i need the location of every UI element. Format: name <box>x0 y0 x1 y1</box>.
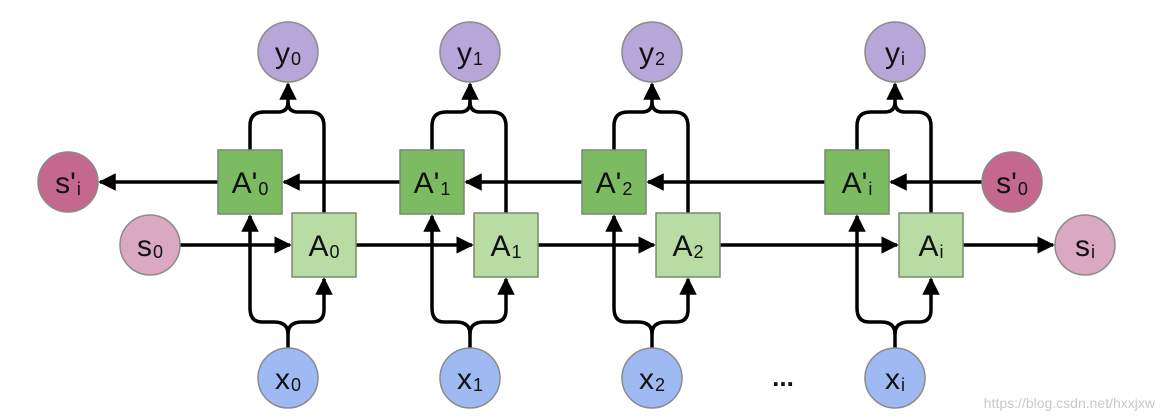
input-to-backward-cell-arrow <box>605 214 654 335</box>
output-label-0: y0 <box>275 37 301 70</box>
forward-cell-3 <box>898 212 964 278</box>
backward-cell-1 <box>399 149 465 215</box>
forward-cell-0 <box>291 212 357 278</box>
ellipsis: ... <box>772 362 794 392</box>
backward-cell-label-0: A'0 <box>232 167 269 200</box>
forward-final-state-node <box>1054 214 1116 276</box>
input-to-forward-cell-arrow <box>286 277 333 335</box>
output-label-2: y2 <box>639 37 665 70</box>
forward-cell-to-output-wire <box>893 101 933 213</box>
backward-cell-label-3: A'i <box>842 167 873 200</box>
forward-cell-1 <box>473 212 539 278</box>
input-node-3 <box>864 347 926 409</box>
forward-cell-to-output-wire <box>286 101 326 213</box>
input-label-1: x1 <box>457 363 483 396</box>
input-node-2 <box>621 347 683 409</box>
forward-cell-label-2: A2 <box>672 230 703 263</box>
backward-cell-to-output-arrow <box>430 82 479 150</box>
backward-initial-state-label: s'0 <box>996 167 1028 200</box>
backward-cell-0 <box>217 149 283 215</box>
input-to-forward-cell-arrow <box>650 277 697 335</box>
output-node-2 <box>621 21 683 83</box>
forward-cell-to-output-wire <box>650 101 690 213</box>
forward-final-state-label: si <box>1075 230 1095 263</box>
backward-cell-label-1: A'1 <box>414 167 451 200</box>
forward-cell-to-output-wire <box>468 101 508 213</box>
output-node-1 <box>439 21 501 83</box>
output-node-3 <box>864 21 926 83</box>
backward-final-state-label: s'i <box>55 167 81 200</box>
input-to-forward-cell-arrow <box>893 277 940 335</box>
forward-cell-label-0: A0 <box>308 230 339 263</box>
forward-initial-state-node <box>119 214 181 276</box>
backward-cell-label-2: A'2 <box>596 167 633 200</box>
backward-cell-2 <box>581 149 647 215</box>
input-to-backward-cell-arrow <box>241 214 290 335</box>
backward-cell-to-output-arrow <box>248 82 297 150</box>
input-to-backward-cell-arrow <box>848 214 897 335</box>
watermark-text: https://blog.csdn.net/hxxjxw <box>984 395 1156 411</box>
backward-final-state-node <box>37 151 99 213</box>
input-node-1 <box>439 347 501 409</box>
forward-cell-label-1: A1 <box>490 230 521 263</box>
output-node-0 <box>257 21 319 83</box>
output-label-1: y1 <box>457 37 483 70</box>
input-node-0 <box>257 347 319 409</box>
forward-initial-state-label: s0 <box>137 230 163 263</box>
input-label-0: x0 <box>275 363 301 396</box>
output-label-3: yi <box>885 37 905 70</box>
input-to-backward-cell-arrow <box>423 214 472 335</box>
input-label-2: x2 <box>639 363 665 396</box>
backward-cell-to-output-arrow <box>855 82 904 150</box>
forward-cell-label-3: Ai <box>918 230 943 263</box>
backward-cell-to-output-arrow <box>612 82 661 150</box>
forward-cell-2 <box>655 212 721 278</box>
input-label-3: xi <box>885 363 905 396</box>
backward-initial-state-node <box>981 151 1043 213</box>
input-to-forward-cell-arrow <box>468 277 515 335</box>
backward-cell-3 <box>824 149 890 215</box>
